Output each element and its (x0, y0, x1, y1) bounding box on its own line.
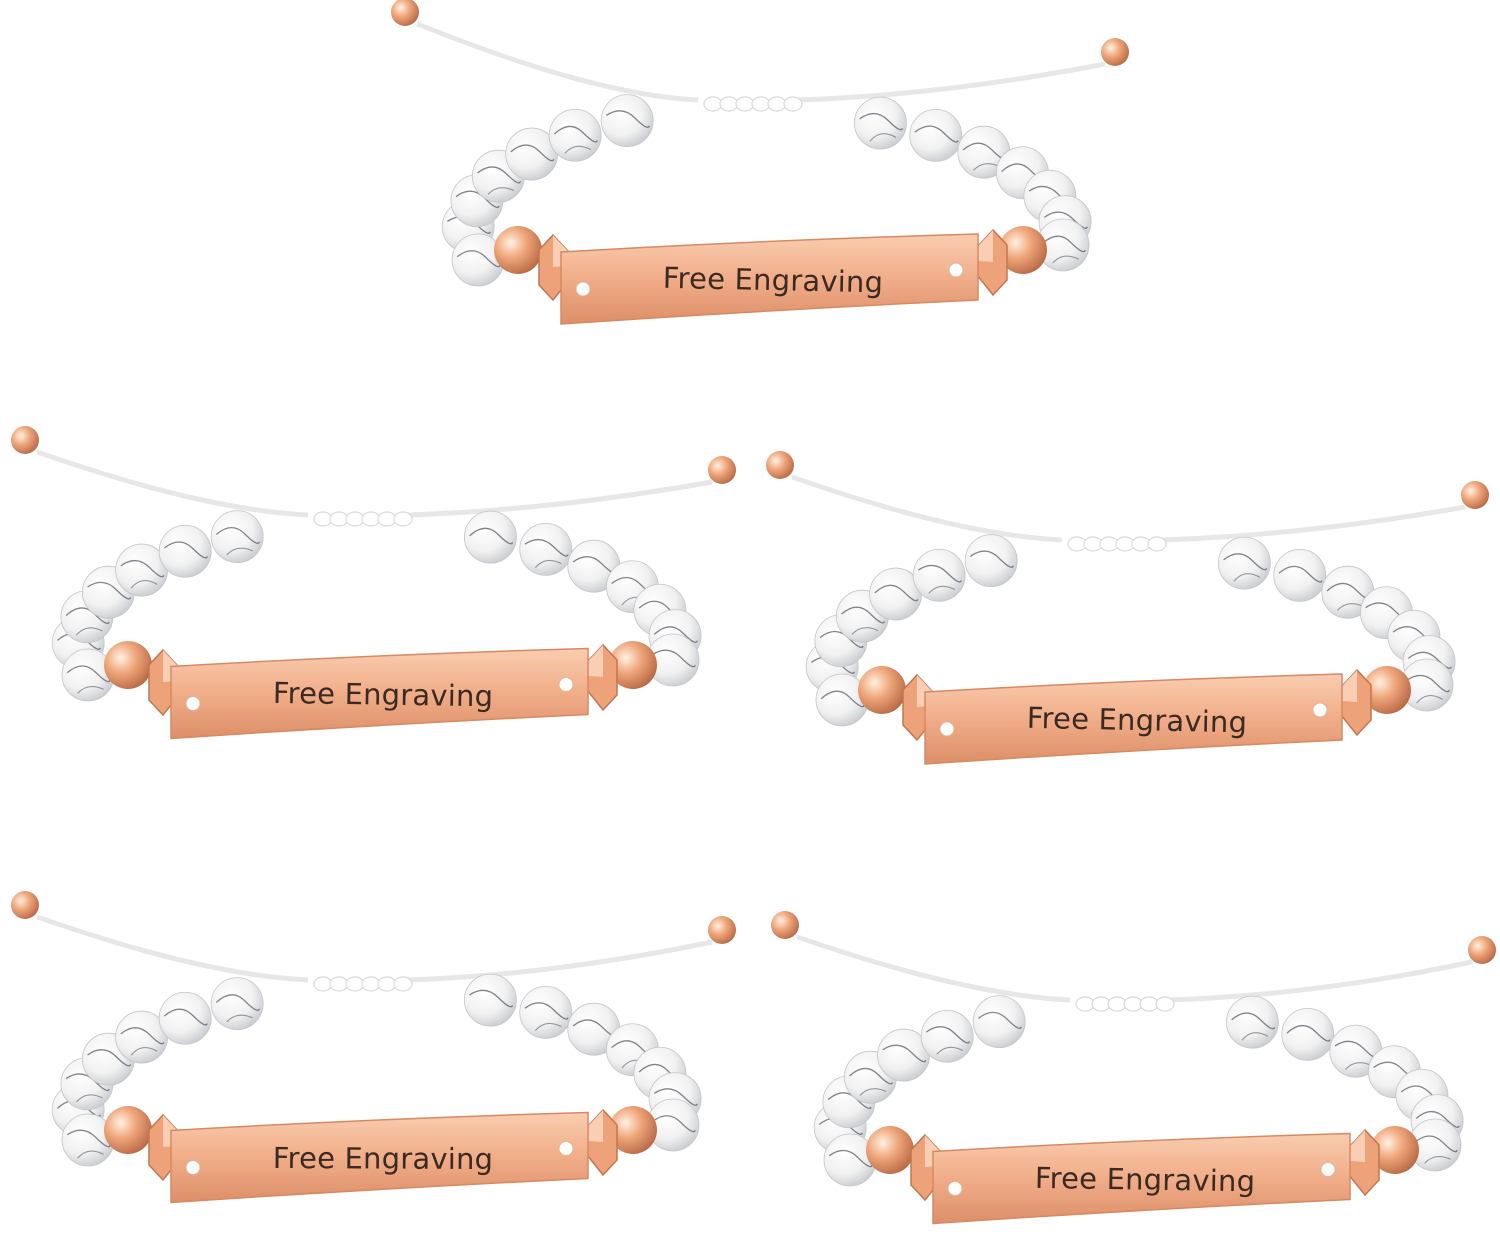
sliding-knot (1075, 996, 1175, 1012)
marble-bead (646, 1098, 700, 1152)
sliding-knot (313, 511, 413, 527)
marble-bead (869, 567, 922, 621)
engraved-bar-plate: Free Engraving (560, 233, 979, 325)
gold-spacer-bead-left (104, 1106, 152, 1154)
marble-bead (957, 125, 1011, 179)
marble-bead (912, 548, 966, 602)
gold-spacer-bead-left (494, 226, 542, 274)
bead-strand (51, 510, 702, 702)
marble-bead (600, 94, 654, 148)
engraved-bar-plate: Free Engraving (170, 1111, 589, 1204)
marble-bead (1408, 1118, 1462, 1172)
gold-spacer-bead-left (104, 641, 152, 689)
engraving-text: Free Engraving (273, 676, 494, 713)
gold-spacer-bead-left (858, 666, 906, 714)
marble-bead (823, 1133, 877, 1187)
marble-bead (909, 108, 963, 162)
cord-end-ball-right (708, 456, 736, 484)
marble-bead (210, 510, 264, 564)
bracelet-bottom-left: Free Engraving (11, 891, 736, 1204)
cord-end-ball-left (766, 451, 794, 479)
gold-spacer-bead-right (1371, 1126, 1419, 1174)
bead-strand (805, 534, 1456, 727)
cord-end-ball-right (1461, 481, 1489, 509)
cord-end-ball-left (391, 0, 419, 26)
gold-spacer-bead-right (609, 641, 657, 689)
engraving-text: Free Engraving (273, 1141, 494, 1176)
cord-end-ball-left (11, 891, 39, 919)
marble-bead (1225, 995, 1279, 1049)
bracelet-bottom-right: Free Engraving (771, 911, 1496, 1225)
sliding-knot (313, 976, 413, 992)
bracelet-top: Free Engraving (391, 0, 1129, 325)
bracelet-middle-right: Free Engraving (766, 451, 1489, 765)
bead-strand (51, 973, 702, 1167)
marble-bead (1217, 536, 1271, 590)
marble-bead (463, 510, 517, 564)
engraved-bar-plate: Free Engraving (170, 647, 589, 740)
engraved-bar-plate: Free Engraving (924, 673, 1343, 765)
marble-bead (115, 1010, 168, 1064)
cord-end-ball-right (708, 916, 736, 944)
gold-spacer-bead-right (609, 1106, 657, 1154)
cord-end-ball-left (11, 426, 39, 454)
adjustable-cord (796, 934, 1473, 1007)
bead-strand (813, 995, 1464, 1187)
marble-bead (964, 534, 1018, 588)
cord-end-ball-right (1468, 936, 1496, 964)
cord-end-ball-right (1101, 38, 1129, 66)
marble-bead (920, 1009, 974, 1063)
bracelet-middle-left: Free Engraving (11, 426, 736, 740)
marble-bead (853, 96, 907, 150)
gold-spacer-bead-left (866, 1126, 914, 1174)
marble-bead (1273, 548, 1327, 602)
marble-bead (519, 522, 573, 576)
sliding-knot (703, 96, 803, 112)
adjustable-cord (791, 474, 1466, 547)
sliding-knot (1067, 536, 1167, 552)
gold-spacer-bead-right (999, 226, 1047, 274)
engraving-text: Free Engraving (1035, 1161, 1256, 1198)
adjustable-cord (36, 449, 713, 522)
engraving-text: Free Engraving (1027, 701, 1248, 740)
bead-strand (441, 94, 1092, 287)
marble-bead (158, 991, 212, 1045)
cord-end-ball-left (771, 911, 799, 939)
adjustable-cord (416, 21, 1106, 107)
marble-bead (1281, 1007, 1335, 1061)
marble-bead (210, 977, 264, 1031)
marble-bead (519, 985, 573, 1039)
marble-bead (463, 973, 517, 1027)
marble-bead (972, 995, 1026, 1049)
adjustable-cord (36, 914, 713, 987)
engraving-text: Free Engraving (663, 261, 884, 300)
marble-bead (548, 108, 602, 162)
engraved-bar-plate: Free Engraving (932, 1132, 1351, 1225)
gold-spacer-bead-right (1363, 666, 1411, 714)
marble-bead (158, 524, 212, 578)
